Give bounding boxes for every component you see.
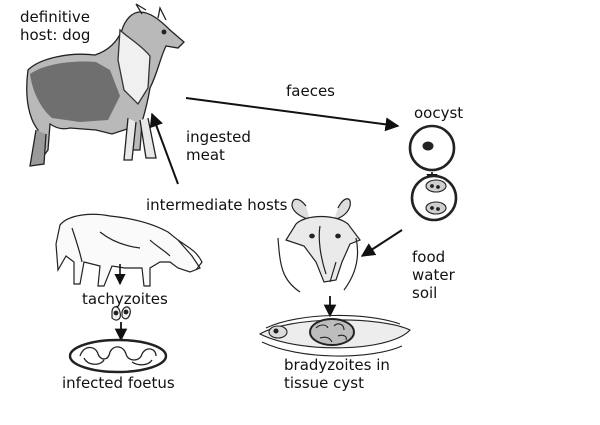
arrow-hosts-to-dog: [149, 112, 179, 185]
label-bradyzoites: bradyzoites in tissue cyst: [284, 356, 390, 392]
arrow-dog-to-oocyst: [185, 97, 400, 132]
label-infected-foetus: infected foetus: [62, 374, 175, 392]
label-faeces: faeces: [286, 82, 335, 100]
cow-illustration: [55, 213, 203, 287]
tachyzoite-cells: [111, 306, 131, 321]
tissue-cyst-illustration: [258, 314, 411, 357]
label-intermediate-hosts: intermediate hosts: [146, 196, 288, 214]
cycle-arrows: [149, 97, 403, 257]
label-oocyst: oocyst: [414, 104, 464, 122]
deer-illustration: [277, 198, 361, 293]
sporulated-oocyst-illustration: [410, 174, 458, 222]
label-food-water-soil: food water soil: [412, 248, 455, 302]
label-definitive-host: definitive host: dog: [20, 8, 91, 44]
label-tachyzoites: tachyzoites: [82, 290, 168, 308]
dog-illustration: [26, 3, 185, 167]
arrow-oocyst-to-host: [360, 229, 403, 257]
infected-foetus-illustration: [68, 338, 168, 374]
oocyst-illustration: [408, 124, 456, 172]
label-ingested-meat: ingested meat: [186, 128, 251, 164]
